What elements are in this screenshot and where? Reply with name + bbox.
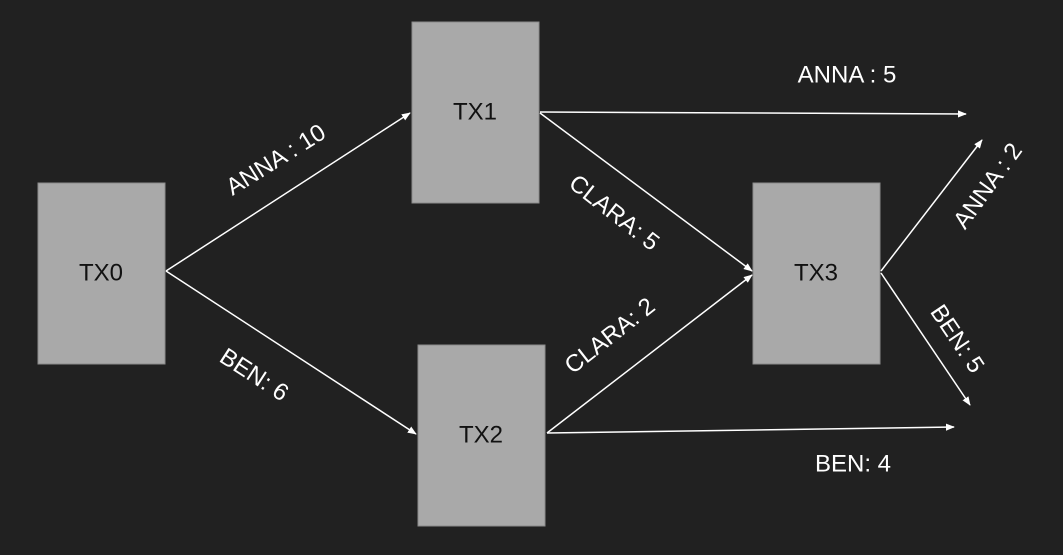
edge-label-ben-5: BEN: 5 — [925, 300, 990, 378]
arrow-tx0-tx1 — [165, 112, 411, 272]
edge-label-anna-5: ANNA : 5 — [798, 62, 897, 89]
arrow-tx1-tx3 — [539, 112, 753, 272]
edge-label-anna-2: ANNA : 2 — [948, 138, 1028, 234]
edge-tx2-output: BEN: 4 — [546, 423, 955, 478]
arrow-tx3-output-anna — [880, 139, 983, 272]
edge-tx1-tx3: CLARA: 5 — [539, 112, 753, 272]
node-tx0: TX0 — [37, 182, 166, 365]
edge-label-clara-2: CLARA: 2 — [560, 293, 661, 380]
arrow-tx2-output — [546, 423, 955, 434]
arrow-tx1-output — [539, 110, 967, 118]
edge-tx1-output: ANNA : 5 — [539, 62, 967, 118]
node-label-tx2: TX2 — [459, 422, 503, 449]
edge-label-ben-4: BEN: 4 — [815, 451, 891, 478]
arrow-tx0-tx2 — [165, 270, 417, 435]
node-label-tx3: TX3 — [794, 260, 838, 287]
node-tx2: TX2 — [417, 344, 546, 527]
edge-tx2-tx3: CLARA: 2 — [546, 274, 753, 434]
edge-label-clara-5: CLARA: 5 — [564, 170, 665, 257]
edge-tx3-output-anna: ANNA : 2 — [880, 138, 1028, 272]
edge-tx0-tx2: BEN: 6 — [165, 270, 417, 435]
node-tx3: TX3 — [752, 182, 881, 365]
edge-tx0-tx1: ANNA : 10 — [165, 112, 411, 272]
node-tx1: TX1 — [411, 21, 540, 204]
arrow-tx2-tx3 — [546, 274, 753, 434]
edge-label-anna-10: ANNA : 10 — [221, 119, 330, 201]
edge-label-ben-6: BEN: 6 — [215, 343, 293, 407]
node-label-tx0: TX0 — [79, 260, 123, 287]
node-label-tx1: TX1 — [453, 99, 497, 126]
edge-tx3-output-ben: BEN: 5 — [880, 272, 990, 406]
arrow-tx3-output-ben — [880, 272, 971, 406]
